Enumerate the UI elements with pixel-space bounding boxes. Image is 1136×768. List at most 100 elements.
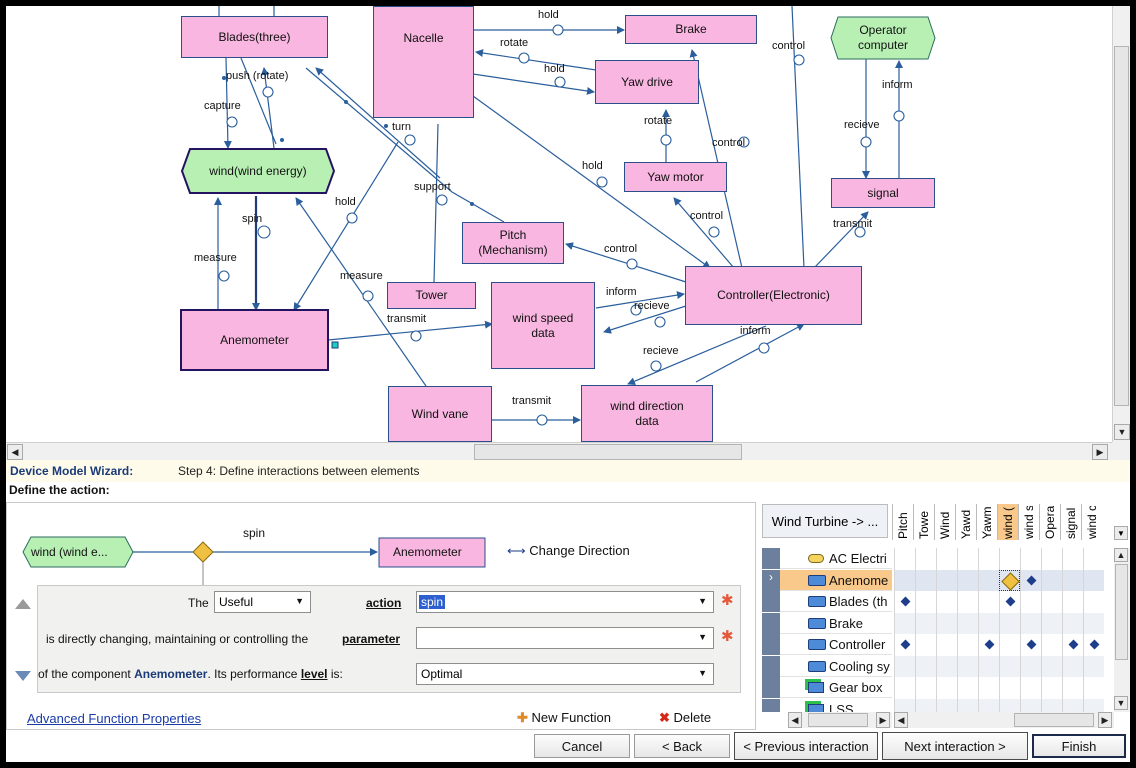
matrix-cell[interactable] <box>915 634 936 656</box>
scroll-right-button[interactable]: ▶ <box>1092 444 1108 460</box>
matrix-cell[interactable] <box>957 569 978 591</box>
rows-horizontal-scrollbar[interactable]: ◀ ▶ <box>788 712 892 728</box>
prev-row-arrow-icon[interactable] <box>15 599 31 609</box>
matrix-cell[interactable] <box>1083 634 1104 656</box>
matrix-cell[interactable] <box>915 591 936 613</box>
matrix-cell[interactable] <box>894 634 915 656</box>
matrix-cell[interactable] <box>936 612 957 634</box>
matrix-cell[interactable] <box>999 634 1020 656</box>
matrix-cell[interactable] <box>894 569 915 591</box>
matrix-row[interactable]: Blades (th <box>762 591 892 612</box>
matrix-cell[interactable] <box>1041 634 1062 656</box>
matrix-column-header[interactable]: Yawd <box>955 504 976 540</box>
matrix-cell[interactable] <box>894 698 915 712</box>
matrix-cell[interactable] <box>1041 591 1062 613</box>
rows-scroll-left-button[interactable]: ◀ <box>788 712 802 728</box>
node-wind-speed-data[interactable]: wind speed data <box>491 282 595 369</box>
matrix-column-header[interactable]: Towe <box>913 504 934 540</box>
matrix-cell[interactable] <box>936 569 957 591</box>
matrix-cell[interactable] <box>978 548 999 570</box>
usefulness-dropdown[interactable]: Useful ▼ <box>214 591 311 613</box>
matrix-cell[interactable] <box>978 612 999 634</box>
function-model-diagram[interactable]: Blades(three) Nacelle Brake Yaw drive Ya… <box>6 6 1110 442</box>
matrix-column-header[interactable]: Pitch <box>892 504 913 540</box>
matrix-cell[interactable] <box>978 634 999 656</box>
matrix-cell[interactable] <box>1083 698 1104 712</box>
grid-scroll-right-button[interactable]: ▶ <box>1098 712 1112 728</box>
matrix-cell[interactable] <box>1020 677 1041 699</box>
matrix-cell[interactable] <box>1083 591 1104 613</box>
scroll-left-button[interactable]: ◀ <box>7 444 23 460</box>
matrix-cell[interactable] <box>1062 698 1083 712</box>
matrix-cell[interactable] <box>894 548 915 570</box>
node-anemometer[interactable]: Anemometer <box>180 309 329 371</box>
matrix-cell[interactable] <box>1041 655 1062 677</box>
node-operator-computer[interactable]: Operator computer <box>830 16 936 60</box>
matrix-column-header[interactable]: Wind <box>934 504 955 540</box>
matrix-cell[interactable] <box>1083 569 1104 591</box>
matrix-cell[interactable] <box>915 655 936 677</box>
matrix-cell[interactable] <box>936 655 957 677</box>
matrix-cell[interactable] <box>915 612 936 634</box>
matrix-cell[interactable] <box>894 591 915 613</box>
matrix-cell[interactable] <box>999 591 1020 613</box>
matrix-cell[interactable] <box>915 569 936 591</box>
node-wind-vane[interactable]: Wind vane <box>388 386 492 442</box>
matrix-row[interactable]: Controller <box>762 634 892 655</box>
rows-scroll-right-button[interactable]: ▶ <box>876 712 890 728</box>
matrix-cell[interactable] <box>1062 655 1083 677</box>
matrix-cell[interactable] <box>936 634 957 656</box>
diagram-horizontal-scrollbar[interactable]: ◀ ▶ <box>6 442 1112 461</box>
matrix-cell[interactable] <box>1062 569 1083 591</box>
matrix-column-header[interactable]: wind s <box>1018 504 1039 540</box>
node-tower[interactable]: Tower <box>387 282 476 309</box>
previous-interaction-button[interactable]: < Previous interaction <box>734 732 878 760</box>
matrix-cell[interactable] <box>1041 548 1062 570</box>
node-yaw-drive[interactable]: Yaw drive <box>595 60 699 104</box>
back-button[interactable]: < Back <box>634 734 730 758</box>
matrix-cell[interactable] <box>1020 655 1041 677</box>
matrix-cell[interactable] <box>1020 698 1041 712</box>
matrix-cell[interactable] <box>957 655 978 677</box>
matrix-cell[interactable] <box>915 698 936 712</box>
matrix-cell[interactable] <box>1083 655 1104 677</box>
next-row-arrow-icon[interactable] <box>15 671 31 681</box>
matrix-cell[interactable] <box>978 591 999 613</box>
matrix-cell[interactable] <box>978 698 999 712</box>
node-nacelle[interactable]: Nacelle <box>373 6 474 118</box>
matrix-cell[interactable] <box>936 698 957 712</box>
matrix-cell[interactable] <box>978 569 999 591</box>
matrix-cell[interactable] <box>957 591 978 613</box>
vertical-scroll-thumb[interactable] <box>1114 46 1129 406</box>
scroll-down-button[interactable]: ▼ <box>1114 424 1130 440</box>
node-controller[interactable]: Controller(Electronic) <box>685 266 862 325</box>
matrix-grid[interactable] <box>894 548 1114 712</box>
diagram-vertical-scrollbar[interactable]: ▼ <box>1112 6 1130 442</box>
rows-hscroll-thumb[interactable] <box>808 713 868 727</box>
grid-hscroll-thumb[interactable] <box>1014 713 1094 727</box>
node-brake[interactable]: Brake <box>625 15 757 44</box>
node-wind-energy[interactable]: wind(wind energy) <box>181 148 335 194</box>
matrix-cell[interactable] <box>936 591 957 613</box>
node-blades[interactable]: Blades(three) <box>181 16 328 58</box>
node-wind-direction-data[interactable]: wind direction data <box>581 385 713 442</box>
matrix-column-header[interactable]: Opera <box>1039 504 1060 540</box>
matrix-cell[interactable] <box>1062 634 1083 656</box>
matrix-cell[interactable] <box>1062 677 1083 699</box>
horizontal-scroll-thumb[interactable] <box>474 444 742 460</box>
matrix-column-header[interactable]: wind c <box>1081 504 1102 540</box>
matrix-cell[interactable] <box>1062 612 1083 634</box>
change-direction-button[interactable]: ⟷ Change Direction <box>507 543 630 561</box>
finish-button[interactable]: Finish <box>1032 734 1126 758</box>
matrix-cell[interactable] <box>1062 591 1083 613</box>
new-function-button[interactable]: ✚ New Function <box>517 710 611 726</box>
action-dropdown[interactable]: spin ▼ <box>416 591 714 613</box>
matrix-cell[interactable] <box>957 548 978 570</box>
matrix-column-header[interactable]: Yawm <box>976 504 997 540</box>
matrix-cell[interactable] <box>894 677 915 699</box>
matrix-scroll-down-button[interactable]: ▼ <box>1114 696 1128 710</box>
matrix-column-header[interactable]: wind ( <box>997 504 1018 540</box>
matrix-cell[interactable] <box>1083 548 1104 570</box>
matrix-cell[interactable] <box>999 677 1020 699</box>
matrix-cell[interactable] <box>999 548 1020 570</box>
